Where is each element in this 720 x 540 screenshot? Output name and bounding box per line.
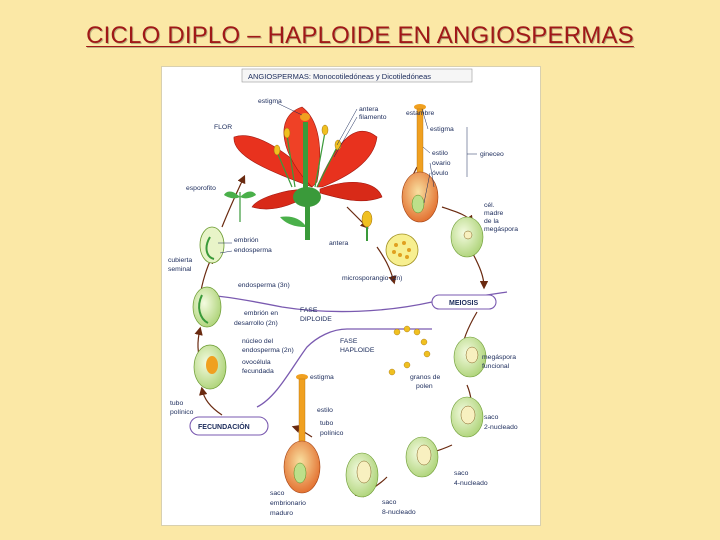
eight-nucleate-sac (345, 452, 379, 498)
label-ovocelula-2: fecundada (242, 368, 274, 375)
label-megaspora: megáspora (484, 226, 518, 233)
label-madre: madre (484, 210, 503, 217)
label-flor: FLOR (214, 124, 232, 131)
label-saco-4-1: saco (454, 470, 469, 477)
label-nucleo-del: núcleo del (242, 338, 273, 345)
label-fase-diploide-1: FASE (300, 307, 318, 314)
life-cycle-diagram: ANGIOSPERMAS: Monocotiledóneas y Dicotil… (168, 68, 518, 517)
label-endosperma-2n: endosperma (2n) (242, 347, 294, 354)
meiosis-label: MEIOSIS (449, 300, 479, 307)
label-fase-haploide-2: HAPLOIDE (340, 347, 375, 354)
diagram-labels: estigma FLOR antera filamento estambre e… (168, 98, 518, 517)
label-estigma-pistil: estigma (430, 126, 454, 133)
label-filamento: filamento (359, 114, 387, 121)
two-nucleate-sac (450, 396, 484, 438)
label-embrion-en: embrión en (244, 310, 278, 317)
label-seminal: seminal (168, 266, 192, 273)
label-fase-haploide-1: FASE (340, 338, 358, 345)
label-saco-8-1: saco (382, 499, 397, 506)
cycle-arrows (194, 166, 489, 498)
label-desarrollo: desarrollo (2n) (234, 320, 278, 327)
label-antera-small: antera (329, 240, 348, 247)
label-estambre: estambre (406, 110, 435, 117)
label-estilo-lower: estilo (317, 407, 333, 414)
meiosis-box (431, 294, 497, 310)
slide-title: CICLO DIPLO – HAPLOIDE EN ANGIOSPERMAS (86, 22, 634, 49)
developing-embryo-seed (193, 344, 227, 390)
header-box (241, 68, 473, 83)
leader-lines (218, 102, 477, 254)
fecundacion-box (189, 416, 269, 436)
label-embrion: embrión (234, 237, 259, 244)
label-saco-emb-3: maduro (270, 510, 293, 517)
functional-megaspore (453, 336, 487, 378)
fertilization-pistil (283, 374, 321, 494)
label-estilo-pistil: estilo (432, 150, 448, 157)
diagram-figure: ANGIOSPERMAS: Monocotiledóneas y Dicotil… (161, 66, 541, 526)
label-cubierta: cubierta (168, 257, 192, 264)
label-ovocelula-1: ovocélula (242, 359, 271, 366)
label-saco-emb-2: embrionario (270, 500, 306, 507)
label-saco-emb-1: saco (270, 490, 285, 497)
label-antera-flower: antera (359, 106, 378, 113)
label-esporofito: esporofito (186, 185, 216, 192)
flower-illustration (233, 106, 383, 240)
label-de-la: de la (484, 218, 499, 225)
label-saco-8-2: 8-nucleado (382, 509, 416, 516)
label-polen: polen (416, 383, 433, 390)
stamen-illustration (361, 210, 373, 241)
label-estigma-top: estigma (258, 98, 282, 105)
label-ovulo: óvulo (432, 170, 448, 177)
label-ovario: ovario (432, 160, 451, 167)
phase-boundary-line (201, 294, 433, 313)
label-fase-diploide-2: DIPLOIDE (300, 316, 332, 323)
pistil-illustration (401, 104, 439, 223)
label-saco-2-1: saco (484, 414, 499, 421)
label-gineceo: gineceo (480, 151, 504, 158)
label-endosperma: endosperma (234, 247, 272, 254)
label-tubo-polinico-1: tubo (320, 420, 333, 427)
phase-boundary-inner (256, 328, 432, 408)
endosperm-seed (192, 286, 222, 328)
fecundacion-label: FECUNDACIÓN (198, 422, 250, 431)
label-granos-de: granos de (410, 374, 440, 381)
label-saco-2-2: 2-nucleado (484, 424, 518, 431)
label-megaspora-funcional-1: megáspora (482, 354, 516, 361)
pollen-grains (388, 325, 431, 376)
megaspore-mother-cell (450, 216, 484, 258)
label-microsporangio: microsporangio (2n) (342, 275, 402, 282)
header-text: ANGIOSPERMAS: Monocotiledóneas y Dicotil… (248, 72, 431, 81)
microsporangium-illustration (385, 233, 419, 267)
sporophyte-seedling (224, 191, 256, 222)
four-nucleate-sac (405, 436, 439, 478)
label-tubo-polinico-left-2: polínico (170, 409, 194, 416)
label-saco-4-2: 4-nucleado (454, 480, 488, 487)
label-endosperma-3n: endosperma (3n) (238, 282, 290, 289)
label-tubo-polinico-2: polínico (320, 430, 344, 437)
label-estigma-mid: estigma (310, 374, 334, 381)
label-megaspora-funcional-2: funcional (482, 363, 510, 370)
label-tubo-polinico-left-1: tubo (170, 400, 183, 407)
seed-with-embryo (199, 226, 225, 264)
label-cel: cél. (484, 202, 495, 209)
